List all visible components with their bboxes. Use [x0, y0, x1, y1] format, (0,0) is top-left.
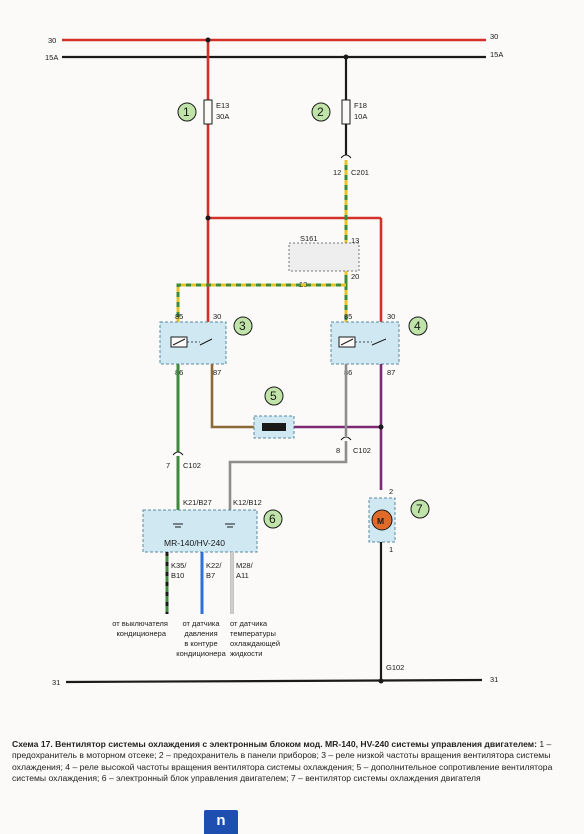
- fuse1-name: E13: [216, 101, 229, 110]
- page-badge: n: [204, 810, 238, 834]
- callout-5: 5: [264, 386, 284, 406]
- rail-30-label-right: 30: [490, 32, 498, 41]
- rail-30: 30 30: [48, 32, 498, 45]
- callout-7: 7: [410, 499, 430, 519]
- ground-label-left: 31: [52, 678, 60, 687]
- wire-grey-relay4-86: [228, 364, 348, 510]
- svg-text:5: 5: [270, 389, 277, 403]
- svg-text:1: 1: [183, 105, 190, 119]
- caption-title: Схема 17. Вентилятор системы охлаждения …: [12, 739, 537, 749]
- svg-text:температуры: температуры: [230, 629, 276, 638]
- svg-text:жидкости: жидкости: [230, 649, 263, 658]
- ecu-block: K21/B27 K12/B12 MR-140/HV-240 K35/ B10 K…: [142, 498, 262, 580]
- callout-4: 4: [408, 316, 428, 336]
- relay-4-high-speed: 85 30 86 87: [330, 312, 400, 377]
- wire-red-fuse1: [205, 37, 383, 325]
- svg-text:от выключателя: от выключателя: [112, 619, 168, 628]
- wire-motor-ground: G102: [378, 542, 404, 684]
- svg-text:от датчика: от датчика: [230, 619, 268, 628]
- wire-yellow-green-relay3: [176, 280, 348, 322]
- wire-violet: [294, 364, 384, 490]
- c201-pin: 12: [333, 168, 341, 177]
- relay3-pin-85: 85: [175, 312, 183, 321]
- svg-text:кондиционера: кондиционера: [176, 649, 226, 658]
- svg-text:давления: давления: [184, 629, 217, 638]
- svg-text:7: 7: [416, 502, 423, 516]
- wire-brown-relay3-87: [210, 364, 258, 429]
- fuse-f18: F18 10A: [341, 99, 367, 125]
- splice-s161: S161 13 20 18: [288, 234, 360, 289]
- callout-3: 3: [233, 316, 253, 336]
- fan-motor: M 2 1: [368, 487, 396, 554]
- relay-3-low-speed: 85 30 86 87: [159, 312, 227, 377]
- fuse1-rating: 30A: [216, 112, 229, 121]
- svg-text:кондиционера: кондиционера: [116, 629, 166, 638]
- ecu-pin-bl2: B10: [171, 571, 184, 580]
- ecu-pin-top-right: K12/B12: [233, 498, 262, 507]
- c102a-name: C102: [183, 461, 201, 470]
- ecu-pin-br2: A11: [236, 571, 249, 580]
- motor-pin-1: 1: [389, 545, 393, 554]
- label-temp-sensor: от датчика температуры охлаждающей жидко…: [230, 619, 280, 658]
- callout-2: 2: [311, 102, 331, 122]
- ecu-pin-bl1: K35/: [171, 561, 187, 570]
- rail-15a-label-right: 15A: [490, 50, 503, 59]
- s161-pin-13: 13: [351, 236, 359, 245]
- relay4-pin-86: 86: [344, 368, 352, 377]
- svg-text:6: 6: [269, 512, 276, 526]
- svg-text:охлаждающей: охлаждающей: [230, 639, 280, 648]
- rail-15a: 15A 15A: [45, 50, 503, 62]
- ecu-pin-top-left: K21/B27: [183, 498, 212, 507]
- c102a-pin: 7: [166, 461, 170, 470]
- figure-caption: Схема 17. Вентилятор системы охлаждения …: [12, 739, 576, 785]
- ground-label-right: 31: [490, 675, 498, 684]
- svg-text:в контуре: в контуре: [184, 639, 217, 648]
- fuse2-rating: 10A: [354, 112, 367, 121]
- resistor-5: [253, 415, 295, 439]
- fuse-e13: E13 30A: [203, 99, 229, 125]
- rail-30-label-left: 30: [48, 36, 56, 45]
- ecu-pin-br1: M28/: [236, 561, 254, 570]
- rail-15a-label-left: 15A: [45, 53, 58, 62]
- connector-c201: 12 C201: [333, 154, 369, 177]
- s161-pin-20: 20: [351, 272, 359, 281]
- relay4-pin-30: 30: [387, 312, 395, 321]
- c201-name: C201: [351, 168, 369, 177]
- rail-ground-31: 31 31: [52, 675, 498, 687]
- svg-text:3: 3: [239, 319, 246, 333]
- connector-c102-b: 8 C102: [336, 436, 371, 455]
- relay4-pin-85: 85: [344, 312, 352, 321]
- connector-c102-a: 7 C102: [166, 451, 201, 470]
- relay3-pin-87: 87: [213, 368, 221, 377]
- relay4-pin-87: 87: [387, 368, 395, 377]
- g102-label: G102: [386, 663, 404, 672]
- wiring-diagram: 30 30 15A 15A 31 31 E13 30A F18 10A: [45, 32, 503, 687]
- callout-1: 1: [177, 102, 197, 122]
- label-ac-switch: от выключателя кондиционера: [112, 619, 168, 638]
- ecu-pin-bm2: B7: [206, 571, 215, 580]
- relay3-pin-30: 30: [213, 312, 221, 321]
- svg-text:от датчика: от датчика: [182, 619, 220, 628]
- motor-label: M: [377, 516, 384, 526]
- svg-text:4: 4: [414, 319, 421, 333]
- c102b-pin: 8: [336, 446, 340, 455]
- caption-body: 1 – предохранитель в моторном отсеке; 2 …: [12, 739, 553, 784]
- c102b-name: C102: [353, 446, 371, 455]
- callout-6: 6: [263, 509, 283, 529]
- ecu-pin-bm1: K22/: [206, 561, 222, 570]
- label-pressure-sensor: от датчика давления в контуре кондиционе…: [176, 619, 226, 658]
- s161-name: S161: [300, 234, 318, 243]
- ecu-name: MR-140/HV-240: [164, 538, 225, 548]
- fuse2-name: F18: [354, 101, 367, 110]
- svg-text:2: 2: [317, 105, 324, 119]
- motor-pin-2: 2: [389, 487, 393, 496]
